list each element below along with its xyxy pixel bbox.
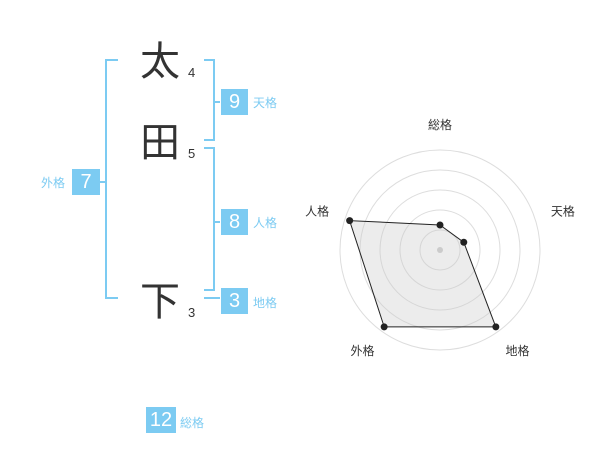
gaikaku-label: 外格	[41, 176, 66, 190]
radar-point-2	[460, 238, 468, 246]
radar-axis-label: 総格	[428, 117, 452, 132]
jinkaku-bracket	[204, 147, 220, 291]
radar-axis-label: 天格	[551, 203, 575, 218]
name-char-2-strokes: 5	[188, 146, 196, 161]
radar-point-5	[346, 217, 354, 225]
tenkaku-badge: 9	[221, 89, 248, 115]
radar-point-4	[380, 323, 388, 331]
radar-ring	[399, 209, 481, 291]
radar-data-polygon	[348, 220, 497, 328]
name-char-3-strokes: 3	[188, 305, 196, 320]
tenkaku-bracket	[204, 59, 220, 141]
name-char-3: 下	[140, 279, 180, 325]
radar-ring	[359, 169, 521, 331]
chikaku-label: 地格	[253, 296, 278, 310]
radar-axis-label: 外格	[351, 343, 375, 358]
name-char-1: 太	[140, 39, 180, 85]
radar-point-3	[492, 323, 500, 331]
soukaku-label: 総格	[180, 416, 205, 430]
name-char-2: 田	[140, 120, 180, 166]
jinkaku-badge: 8	[221, 209, 248, 235]
radar-center-dot	[437, 247, 443, 253]
tenkaku-label: 天格	[253, 96, 278, 110]
radar-ring	[339, 149, 541, 351]
radar-axis-label: 地格	[505, 343, 529, 358]
radar-point-1	[436, 221, 444, 229]
radar-axis-label: 人格	[305, 203, 329, 218]
radar-ring	[419, 229, 461, 271]
jinkaku-label: 人格	[253, 216, 278, 230]
gaikaku-badge: 7	[72, 169, 100, 195]
soukaku-badge: 12	[146, 407, 176, 433]
radar-ring	[379, 189, 501, 311]
chikaku-badge: 3	[221, 288, 248, 314]
name-char-1-strokes: 4	[188, 65, 196, 80]
gaikaku-bracket	[100, 59, 118, 299]
